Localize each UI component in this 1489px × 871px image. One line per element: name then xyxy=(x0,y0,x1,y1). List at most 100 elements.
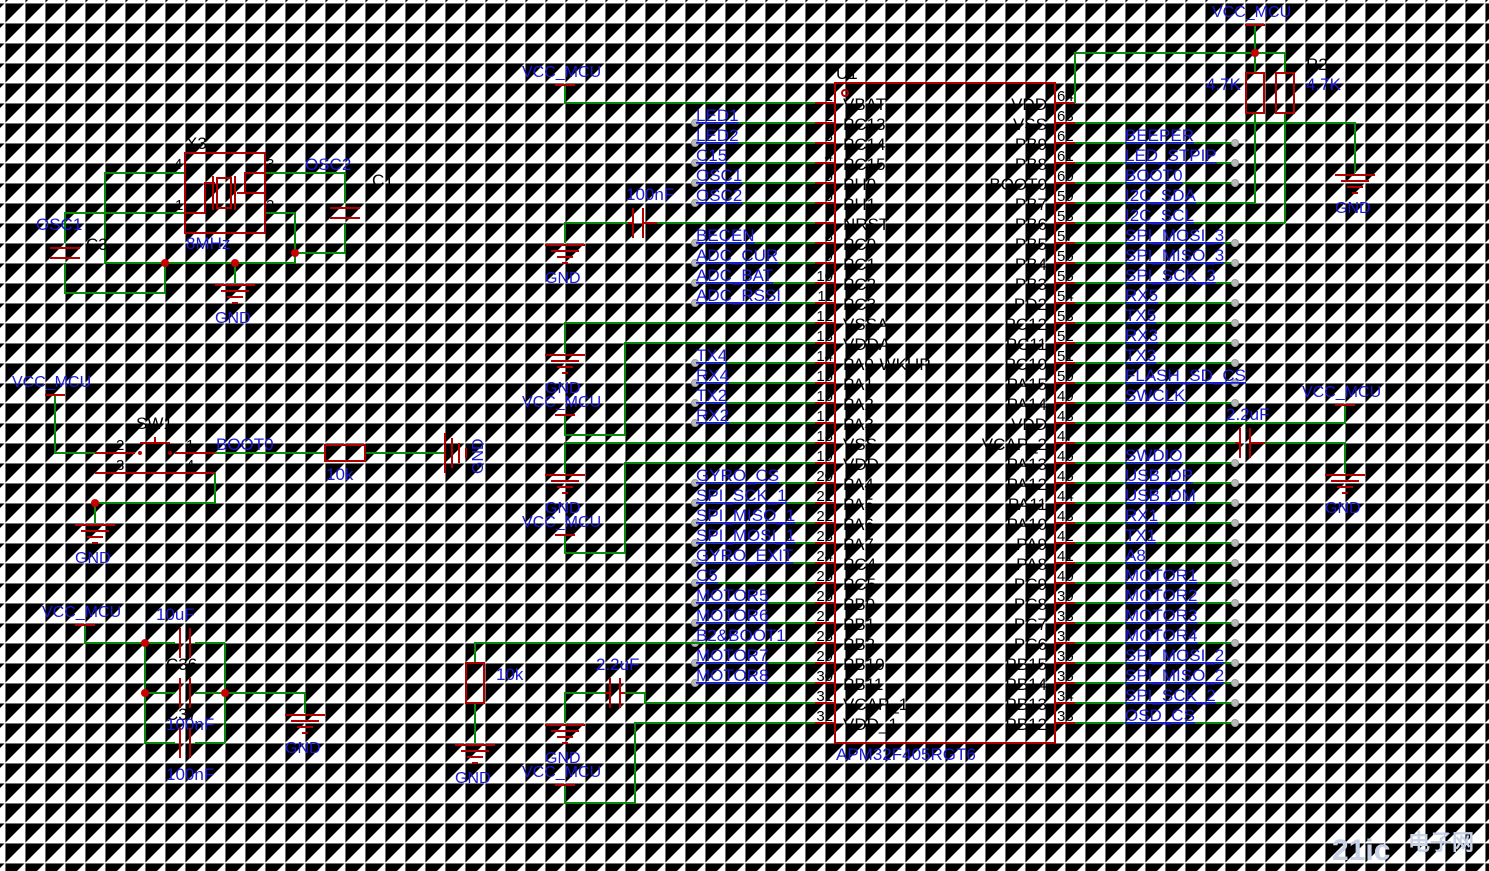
capacitor-c3[interactable]: C3 xyxy=(50,235,108,259)
net-label: MOTOR2 xyxy=(1125,586,1197,605)
pin-number: 18 xyxy=(816,428,833,445)
pin-number: 58 xyxy=(1057,208,1074,225)
net-stub xyxy=(691,379,699,387)
osc1-label: OSC1 xyxy=(36,215,82,234)
resistor-boot0[interactable]: 10k xyxy=(324,444,366,484)
pin-name: PC6 xyxy=(1014,635,1047,654)
net-stub xyxy=(1231,279,1239,287)
mcu-body[interactable] xyxy=(834,82,1056,744)
capacitor-nrst[interactable]: 100nF xyxy=(626,185,674,238)
capacitor-c1[interactable]: C1 xyxy=(330,171,394,219)
capacitor-vcap1[interactable]: 2.2uF xyxy=(596,655,639,708)
switch-sw1[interactable]: SW1 2 1 3 4 BOOT0 xyxy=(95,414,274,474)
pin-number: 7 xyxy=(825,208,833,225)
pin-name: PC3 xyxy=(843,295,876,314)
net-label: GYRO_EXIT xyxy=(696,546,793,565)
resistor-r2[interactable]: R2 4.7K 4.7K xyxy=(1206,55,1342,114)
net-label: FLASH_SD_CS xyxy=(1125,366,1246,385)
capacitor-vcap2[interactable]: 2.2uF xyxy=(1226,405,1269,458)
net-stub xyxy=(1231,139,1239,147)
svg-text:10uF: 10uF xyxy=(156,605,195,624)
pin-name: PC9 xyxy=(1014,575,1047,594)
capacitor-c3x[interactable]: 100nF xyxy=(166,728,214,784)
capacitor-c36[interactable]: 10uF C36 xyxy=(156,605,197,674)
capacitor-c37[interactable]: C37 100nF xyxy=(166,678,214,734)
net-stub xyxy=(691,559,699,567)
pin-number: 43 xyxy=(1057,508,1074,525)
pin-name: VSS xyxy=(1013,115,1047,134)
crystal-x3[interactable]: X3 8MHz 4 3 1 2 OSC2 OSC1 xyxy=(36,134,351,253)
pin-name: PC13 xyxy=(843,115,886,134)
svg-text:2: 2 xyxy=(266,197,274,214)
resistor-pb2[interactable]: 10k xyxy=(465,662,524,704)
svg-text:GND: GND xyxy=(470,438,487,474)
pin-name: PB13 xyxy=(1005,695,1047,714)
net-label: MOTOR1 xyxy=(1125,566,1197,585)
